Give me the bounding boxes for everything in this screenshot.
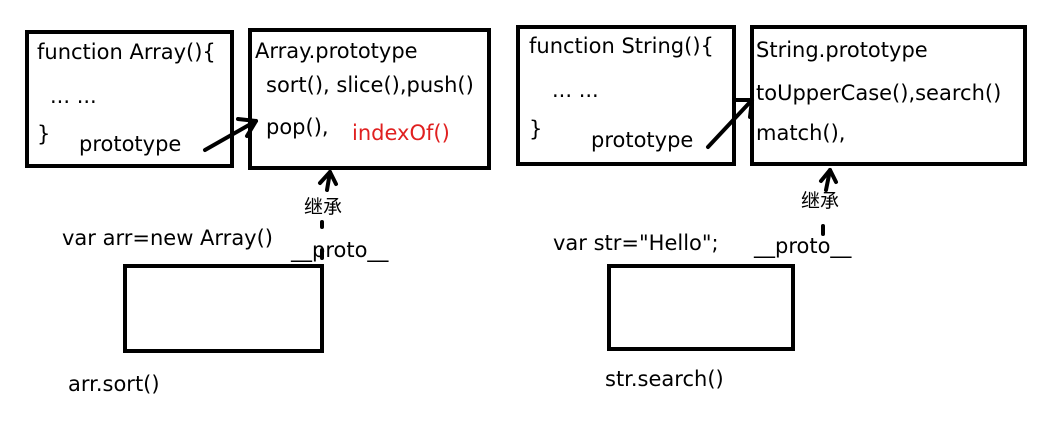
string-constructor-box (516, 25, 736, 166)
array-prototype-methods-2b: indexOf() (352, 121, 450, 145)
array-proto-link-label: __proto__ (291, 238, 389, 262)
array-prototype-methods-1: sort(), slice(),push() (266, 73, 474, 97)
array-constructor-line-3: } (37, 122, 51, 146)
array-instance-declaration: var arr=new Array() (62, 226, 273, 250)
string-prototype-box (750, 25, 1027, 166)
string-prototype-methods-2: match(), (756, 121, 846, 145)
string-instance-declaration: var str="Hello"; (553, 231, 719, 255)
string-prototype-methods-1: toUpperCase(),search() (756, 81, 1002, 105)
string-proto-link-label: __proto__ (754, 234, 852, 258)
array-constructor-line-2: ... ... (50, 84, 97, 108)
string-prototype-label: prototype (591, 128, 694, 152)
array-call-example: arr.sort() (68, 372, 160, 396)
array-inherit-label: 继承 (304, 196, 343, 218)
array-constructor-box (25, 30, 234, 168)
string-constructor-line-1: function String(){ (529, 34, 714, 58)
array-instance-box (123, 264, 324, 353)
string-inherit-label: 继承 (801, 190, 840, 212)
array-prototype-methods-2a: pop(), (266, 115, 329, 139)
string-call-example: str.search() (605, 367, 724, 391)
string-constructor-line-3: } (529, 117, 543, 141)
array-constructor-line-1: function Array(){ (37, 40, 216, 64)
array-prototype-box (248, 28, 491, 170)
array-prototype-label: prototype (79, 132, 182, 156)
string-prototype-title: String.prototype (756, 38, 928, 62)
string-instance-box (607, 264, 795, 351)
string-constructor-line-2: ... ... (552, 78, 599, 102)
array-prototype-title: Array.prototype (255, 39, 418, 63)
